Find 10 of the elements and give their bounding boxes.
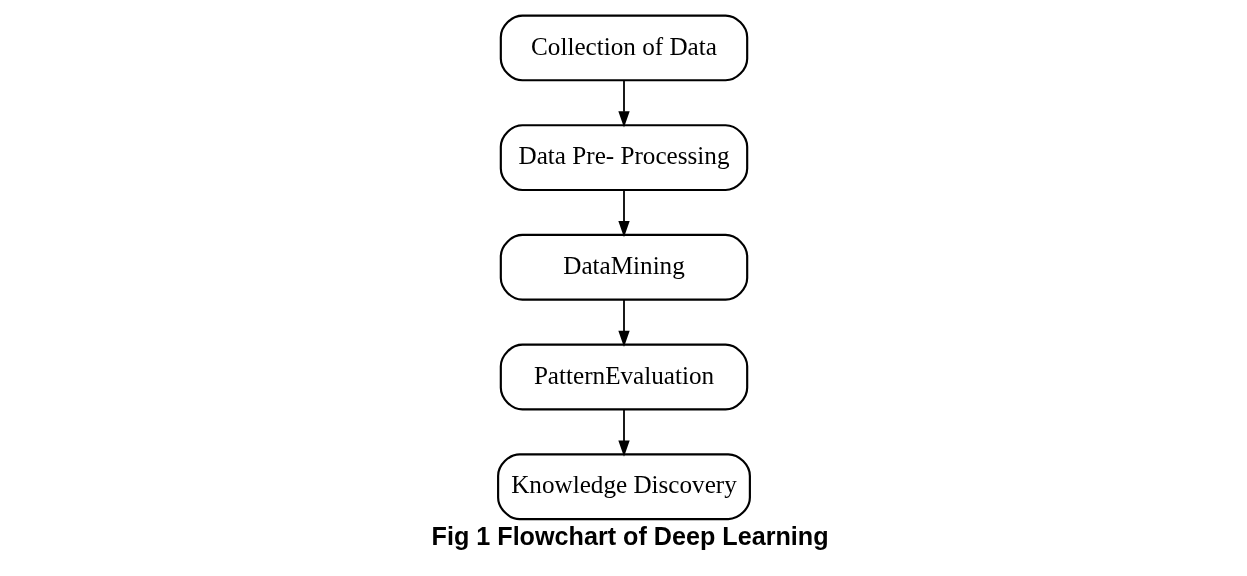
node-box: PatternEvaluation [499, 343, 748, 411]
node-box: Collection of Data [499, 14, 748, 82]
arrow [617, 298, 630, 347]
node-box: Knowledge Discovery [496, 453, 751, 521]
node-box: DataMining [499, 233, 748, 301]
caption: Fig 1 Flowchart of Deep Learning [431, 521, 829, 550]
arrow [617, 79, 630, 128]
node-box: Data Pre- Processing [499, 124, 748, 192]
arrow [617, 189, 630, 238]
arrow [617, 408, 630, 457]
